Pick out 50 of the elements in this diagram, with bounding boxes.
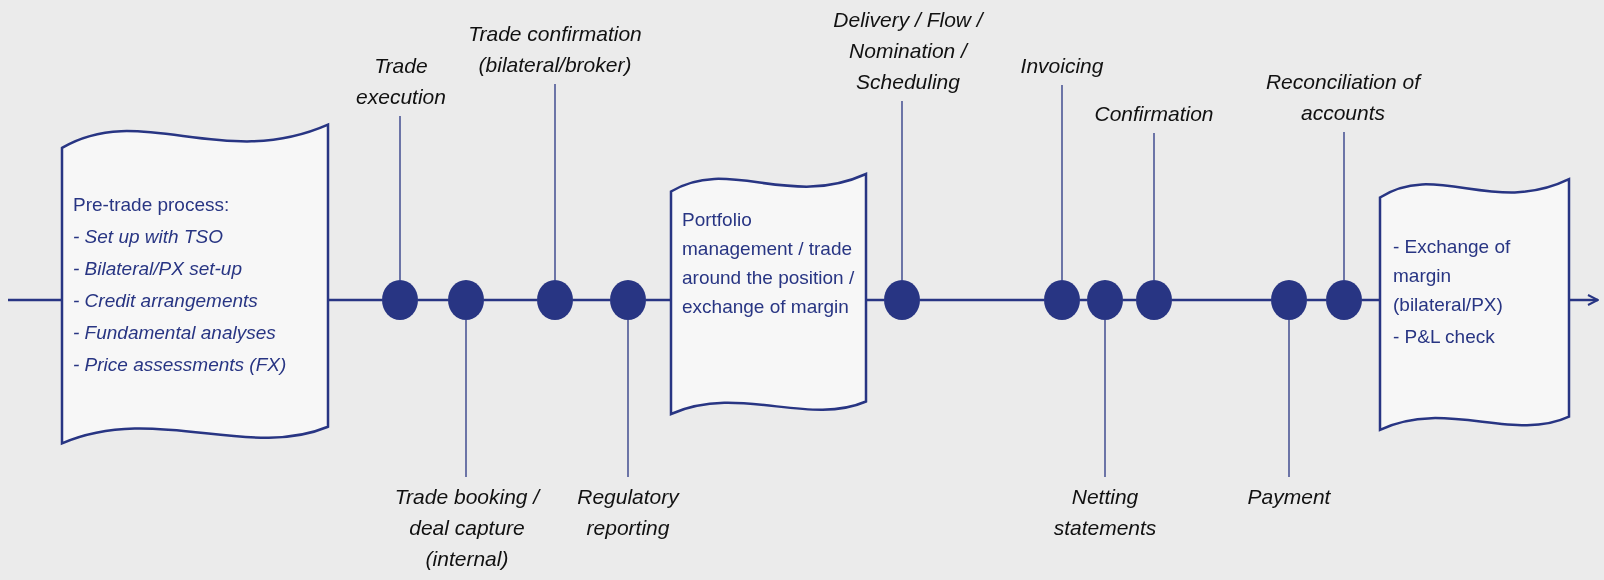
timeline-dot	[1044, 280, 1080, 320]
timeline-line	[573, 298, 610, 302]
step-label: Trade execution	[341, 50, 461, 112]
step-label: Netting statements	[1045, 481, 1165, 543]
leader-line	[554, 83, 556, 281]
timeline-line	[920, 298, 1044, 302]
timeline-line	[1570, 294, 1599, 306]
leader-line	[1061, 84, 1063, 281]
timeline-dot	[382, 280, 418, 320]
step-note: - Price assessments (FX)	[73, 353, 288, 377]
leader-line	[1153, 132, 1155, 281]
step-note: - Exchange of margin (bilateral/PX)	[1393, 235, 1512, 317]
timeline-dot	[610, 280, 646, 320]
timeline-line	[484, 298, 537, 302]
timeline-line	[1172, 298, 1271, 302]
step-label: Trade confirmation (bilateral/broker)	[460, 18, 650, 80]
step-label: Delivery / Flow / Nomination / Scheduling	[833, 4, 983, 97]
timeline-line	[8, 298, 61, 302]
step-label: Trade booking / deal capture (internal)	[382, 481, 552, 574]
timeline-dot	[1087, 280, 1123, 320]
step-note: - P&L check	[1393, 325, 1496, 349]
step-label: Invoicing	[1007, 50, 1117, 81]
step-note: - Credit arrangements	[73, 289, 259, 313]
timeline-dot	[1326, 280, 1362, 320]
timeline-dot	[884, 280, 920, 320]
step-note: - Fundamental analyses	[73, 321, 277, 345]
timeline-dot	[1271, 280, 1307, 320]
step-note: - Set up with TSO	[73, 225, 224, 249]
timeline-line	[646, 298, 670, 302]
timeline-dot	[537, 280, 573, 320]
timeline-dot	[448, 280, 484, 320]
step-note: Pre-trade process:	[73, 193, 231, 217]
leader-line	[1288, 319, 1290, 478]
step-label: Reconciliation of accounts	[1258, 66, 1428, 128]
leader-line	[1343, 131, 1345, 281]
leader-line	[465, 319, 467, 478]
timeline-line	[1307, 298, 1326, 302]
timeline-line	[418, 298, 448, 302]
step-note: Portfolio management / trade around the position / exchange of margin	[682, 208, 855, 319]
leader-line	[627, 319, 629, 478]
step-label: Confirmation	[1079, 98, 1229, 129]
step-label: Regulatory reporting	[563, 481, 693, 543]
document-shape	[670, 169, 867, 419]
leader-line	[901, 100, 903, 281]
timeline-line	[329, 298, 382, 302]
timeline-dot	[1136, 280, 1172, 320]
step-note: - Bilateral/PX set-up	[73, 257, 243, 281]
leader-line	[399, 115, 401, 281]
leader-line	[1104, 319, 1106, 478]
step-label: Payment	[1234, 481, 1344, 512]
